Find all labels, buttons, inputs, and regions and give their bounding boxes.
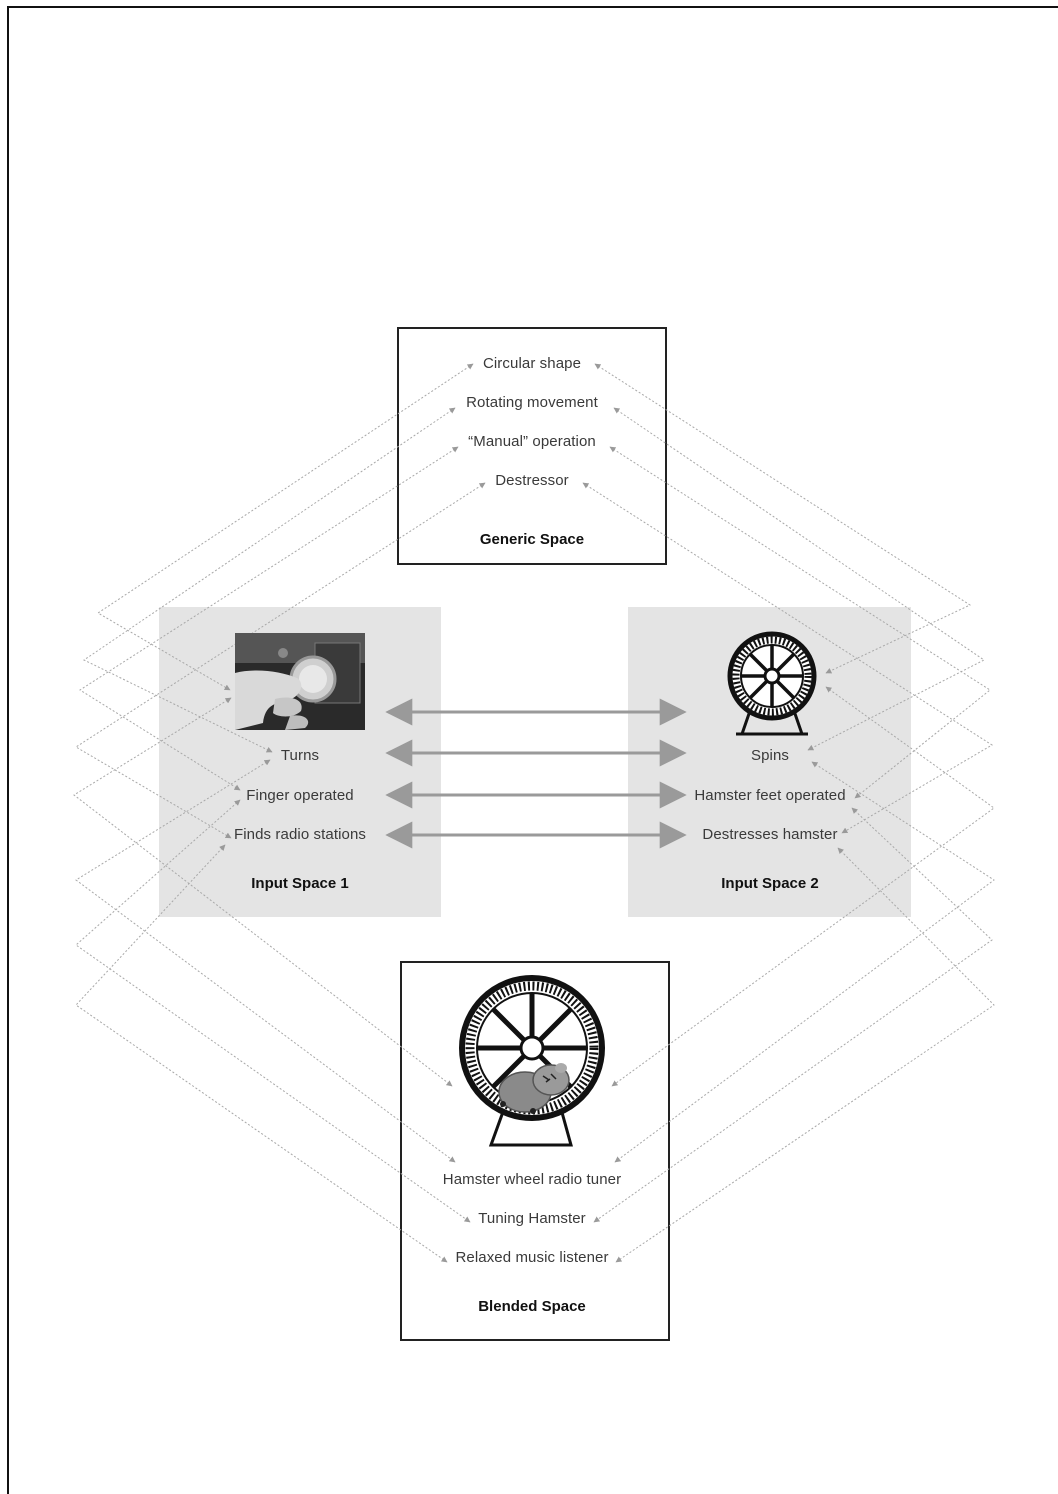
page-frame	[7, 6, 1058, 1494]
blended-space-title: Blended Space	[478, 1298, 586, 1315]
input-space-2-title: Input Space 2	[721, 875, 819, 892]
generic-item-destressor: Destressor	[495, 472, 569, 489]
blended-item-hamster-wheel-radio-tuner: Hamster wheel radio tuner	[442, 1171, 622, 1188]
generic-item-rotating-movement: Rotating movement	[466, 394, 598, 411]
generic-item-circular-shape: Circular shape	[482, 355, 582, 372]
input1-item-finger-operated: Finger operated	[246, 787, 354, 804]
input2-item-destresses-hamster: Destresses hamster	[702, 826, 838, 843]
input1-item-finds-radio-stations: Finds radio stations	[233, 826, 367, 843]
input1-item-turns: Turns	[280, 747, 320, 764]
input2-item-hamster-feet-operated: Hamster feet operated	[694, 787, 846, 804]
generic-space-title: Generic Space	[479, 531, 585, 548]
blended-item-relaxed-music-listener: Relaxed music listener	[455, 1249, 609, 1266]
blended-item-tuning-hamster: Tuning Hamster	[478, 1210, 586, 1227]
input-space-1-title: Input Space 1	[251, 875, 349, 892]
generic-item-manual-operation: “Manual” operation	[468, 433, 596, 450]
input2-item-spins: Spins	[750, 747, 790, 764]
